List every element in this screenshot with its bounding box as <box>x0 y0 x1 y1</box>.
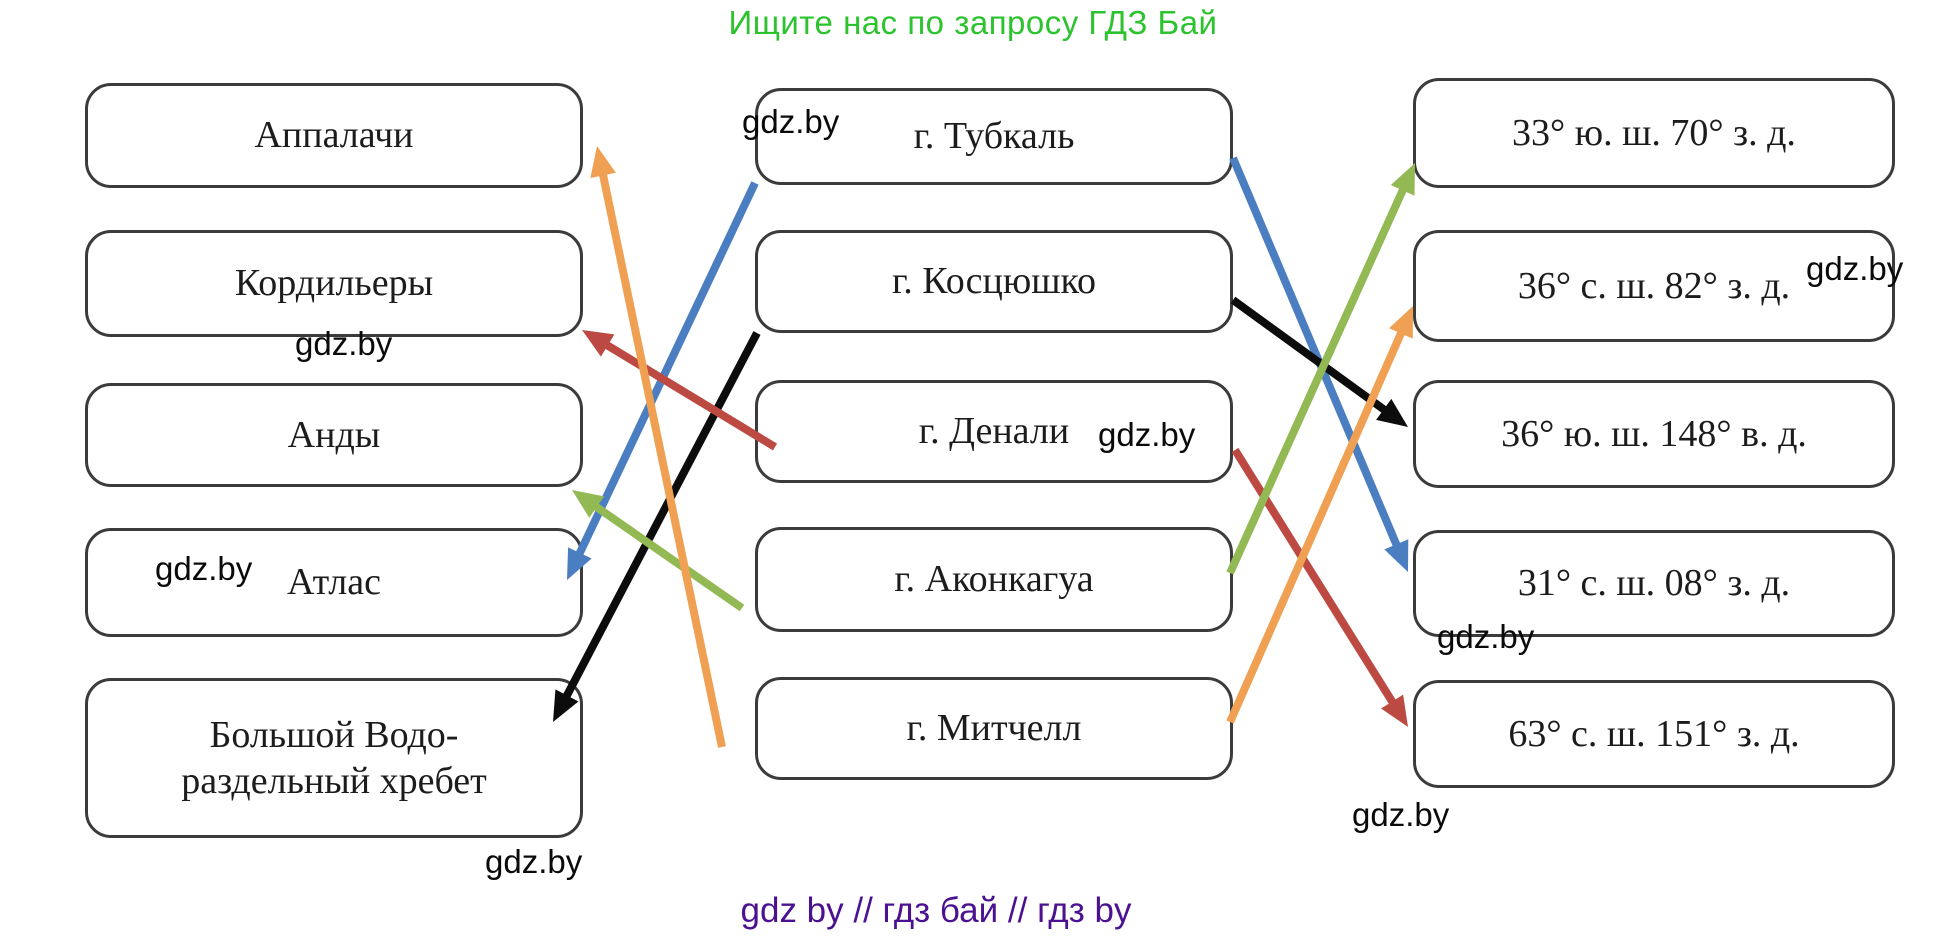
box-label: г. Денали <box>918 410 1070 453</box>
watermark-gdz: gdz.by <box>485 843 583 880</box>
box-coords-31n-08w: 31° с. ш. 08° з. д. <box>1413 530 1895 637</box>
box-coords-36s-148e: 36° ю. ш. 148° в. д. <box>1413 380 1895 488</box>
arrow-head-mitchell-to-coords-36n-82w <box>1389 306 1413 339</box>
watermark-gdz: gdz.by <box>1806 250 1904 287</box>
box-coords-63n-151w: 63° с. ш. 151° з. д. <box>1413 680 1895 788</box>
watermark-gdz: gdz.by <box>295 325 393 362</box>
box-label: Большой Водо- раздельный хребет <box>181 713 487 802</box>
box-mt-toubkal: г. Тубкаль <box>755 88 1233 185</box>
arrow-head-denali-to-coords-63n-151w <box>1381 694 1408 727</box>
arrow-line-aconcagua-to-andes <box>589 500 745 612</box>
arrow-line-kosciuszko-to-great-dividing-range <box>560 331 761 703</box>
box-label: 36° с. ш. 82° з. д. <box>1517 264 1791 307</box>
box-label: г. Митчелл <box>906 707 1082 750</box>
box-appalachians: Аппалачи <box>85 83 583 188</box>
arrow-line-mitchell-to-appalachians <box>597 168 726 748</box>
box-cordilleras: Кордильеры <box>85 230 583 337</box>
box-label: 36° ю. ш. 148° в. д. <box>1501 412 1807 455</box>
box-label: г. Аконкагуа <box>894 558 1094 601</box>
box-label: 33° ю. ш. 70° з. д. <box>1512 111 1796 154</box>
arrow-line-kosciuszko-to-coords-36s-148e <box>1230 296 1391 417</box>
box-andes: Анды <box>85 383 583 487</box>
box-label: Аппалачи <box>254 114 414 157</box>
watermark-gdz: gdz.by <box>1352 796 1450 833</box>
footer-keywords: gdz by // гдз бай // гдз by <box>740 891 1132 930</box>
arrow-line-mitchell-to-coords-36n-82w <box>1226 326 1407 724</box>
box-coords-36n-82w: 36° с. ш. 82° з. д. <box>1413 230 1895 342</box>
box-label: г. Тубкаль <box>913 115 1075 158</box>
arrow-line-toubkal-to-coords-31n-08w <box>1229 156 1403 552</box>
box-label: г. Косцюшко <box>891 260 1097 303</box>
box-mt-aconcagua: г. Аконкагуа <box>755 527 1233 632</box>
box-mt-kosciuszko: г. Косцюшко <box>755 230 1233 333</box>
box-atlas: Атлас <box>85 528 583 637</box>
box-label: Атлас <box>287 561 381 604</box>
arrow-line-denali-to-coords-63n-151w <box>1231 447 1399 709</box>
box-label: 63° с. ш. 151° з. д. <box>1508 712 1800 755</box>
watermark-gdz: gdz.by <box>1437 618 1535 655</box>
box-label: Анды <box>287 413 381 456</box>
watermark-gdz: gdz.by <box>1098 416 1196 453</box>
box-label: 31° с. ш. 08° з. д. <box>1517 562 1791 605</box>
box-mt-denali: г. Денали <box>755 380 1233 483</box>
box-great-dividing-range: Большой Водо- раздельный хребет <box>85 678 583 838</box>
arrow-line-toubkal-to-atlas <box>573 181 759 561</box>
arrow-line-denali-to-cordilleras <box>600 339 778 451</box>
arrow-head-aconcagua-to-andes <box>572 490 605 518</box>
box-coords-33s-70w: 33° ю. ш. 70° з. д. <box>1413 78 1895 188</box>
arrow-head-kosciuszko-to-coords-36s-148e <box>1376 398 1408 427</box>
page-title: Ищите нас по запросу ГДЗ Бай <box>728 4 1218 41</box>
watermark-gdz: gdz.by <box>742 103 840 140</box>
arrow-head-mitchell-to-appalachians <box>590 146 616 179</box>
box-mt-mitchell: г. Митчелл <box>755 677 1233 780</box>
watermark-gdz: gdz.by <box>155 550 253 587</box>
arrow-head-denali-to-cordilleras <box>582 330 615 357</box>
arrow-head-aconcagua-to-coords-33s-70w <box>1390 163 1415 196</box>
arrow-line-aconcagua-to-coords-33s-70w <box>1226 183 1409 575</box>
box-label: Кордильеры <box>234 262 434 305</box>
arrow-head-toubkal-to-coords-31n-08w <box>1384 539 1409 572</box>
